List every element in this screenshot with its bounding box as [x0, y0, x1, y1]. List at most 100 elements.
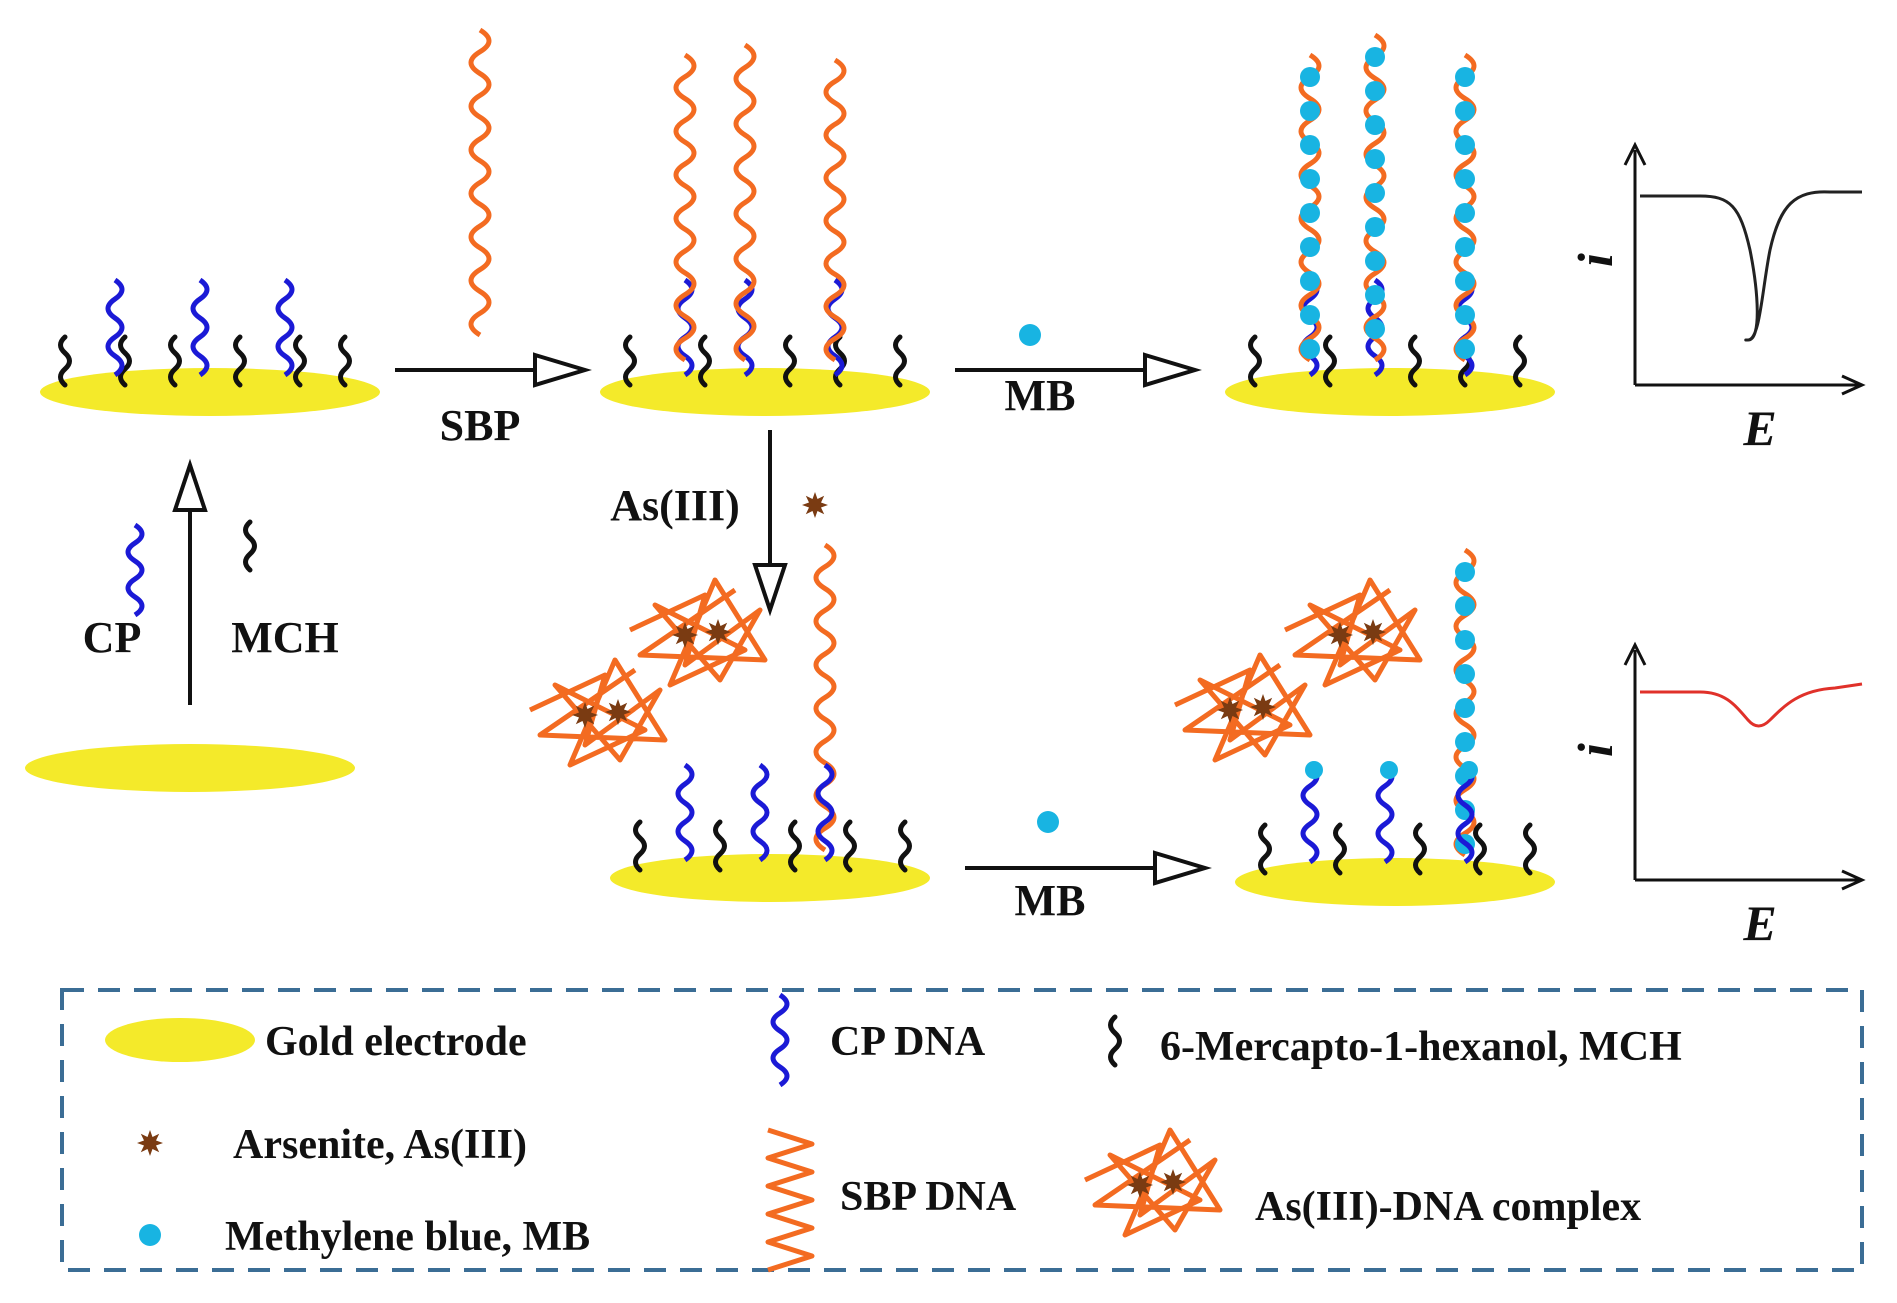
step-label-mb-top: MB	[1005, 371, 1076, 420]
mch-icon	[338, 334, 352, 388]
legend-border	[60, 988, 1864, 1272]
methylene-blue-icon	[1455, 169, 1475, 189]
mch-icon	[698, 334, 712, 388]
as3-dna-complex-icon	[1173, 652, 1313, 763]
arsenite-icon	[1250, 694, 1276, 720]
mch-icon	[233, 334, 247, 388]
legend-methylene-blue: Methylene blue, MB	[225, 1214, 590, 1260]
methylene-blue-icon	[1019, 324, 1041, 346]
mch-icon	[1258, 822, 1272, 876]
arsenite-icon	[802, 492, 828, 518]
arrow-mb-top: MB	[955, 324, 1202, 420]
as3-dna-complex-icon	[1083, 1127, 1223, 1238]
mch-icon	[1513, 334, 1527, 388]
methylene-blue-icon	[1460, 761, 1478, 779]
methylene-blue-icon	[1455, 339, 1475, 359]
mch-icon	[1323, 334, 1337, 388]
methylene-blue-icon	[1365, 183, 1385, 203]
methylene-blue-icon	[1300, 237, 1320, 257]
sbp-dna-icon	[733, 42, 757, 363]
sbp-dna-icon	[813, 542, 837, 853]
legend-gold-electrode: Gold electrode	[265, 1019, 527, 1065]
methylene-blue-icon	[1300, 135, 1320, 155]
legend-cp-dna: CP DNA	[830, 1019, 986, 1065]
cp-dna-icon	[275, 277, 295, 378]
mch-icon	[58, 334, 72, 388]
gold-electrode-icon	[105, 1018, 255, 1062]
y-axis-label-bottom: i	[1567, 743, 1623, 757]
cp-dna-icon	[750, 762, 770, 863]
methylene-blue-icon	[1365, 319, 1385, 339]
legend-arsenite: Arsenite, As(III)	[233, 1122, 527, 1168]
legend-sbp-dna: SBP DNA	[840, 1174, 1017, 1220]
sbp-dna-icon	[1173, 652, 1313, 763]
gold-electrode-icon	[1235, 858, 1555, 906]
methylene-blue-icon	[1037, 811, 1059, 833]
bare-electrode	[25, 744, 355, 792]
methylene-blue-icon	[1455, 135, 1475, 155]
sbp-dna-icon	[528, 657, 668, 768]
sbp-dna-icon	[468, 27, 492, 338]
cp-dna-icon	[1375, 764, 1395, 865]
methylene-blue-icon	[1365, 251, 1385, 271]
mch-icon	[1248, 334, 1262, 388]
gold-electrode-icon	[1225, 368, 1555, 416]
gold-electrode-icon	[600, 368, 930, 416]
methylene-blue-icon	[1300, 67, 1320, 87]
as3-dna-complex-icon	[528, 657, 668, 768]
arsenite-icon	[1160, 1169, 1186, 1195]
mch-icon	[1108, 1014, 1122, 1068]
arsenite-icon	[672, 622, 698, 648]
sbp-dna-icon	[823, 57, 847, 363]
arrow-sbp: SBP	[395, 352, 592, 450]
x-axis-label-bottom: E	[1742, 895, 1776, 951]
mch-icon	[168, 334, 182, 388]
voltammogram-bottom: i E	[1567, 641, 1866, 951]
cp-dna-icon	[125, 522, 145, 618]
mch-icon	[1333, 822, 1347, 876]
methylene-blue-icon	[1365, 149, 1385, 169]
methylene-blue-icon	[1455, 732, 1475, 752]
mch-icon	[633, 819, 647, 873]
mch-icon	[788, 819, 802, 873]
mch-icon	[1473, 822, 1487, 876]
methylene-blue-icon	[1365, 81, 1385, 101]
cp-dna-icon	[770, 992, 790, 1088]
arsenite-icon	[1127, 1172, 1153, 1198]
step-label-as3: As(III)	[610, 481, 740, 530]
methylene-blue-icon	[1300, 101, 1320, 121]
cp-dna-icon	[815, 762, 835, 863]
mch-icon	[623, 334, 637, 388]
arrow-cp-mch: CP MCH	[83, 458, 339, 705]
methylene-blue-icon	[1455, 67, 1475, 87]
electrode-cp-mch	[40, 277, 380, 416]
methylene-blue-icon	[1455, 305, 1475, 325]
voltammogram-curve-bottom	[1640, 682, 1863, 728]
methylene-blue-icon	[1455, 101, 1475, 121]
methylene-blue-icon	[1455, 664, 1475, 684]
methylene-blue-icon	[1305, 761, 1323, 779]
methylene-blue-icon	[1365, 285, 1385, 305]
arsenite-icon	[1327, 622, 1353, 648]
methylene-blue-icon	[1455, 271, 1475, 291]
mch-icon	[118, 334, 132, 388]
x-axis-label-top: E	[1742, 400, 1776, 456]
gold-electrode-icon	[610, 854, 930, 902]
methylene-blue-icon	[1365, 217, 1385, 237]
arrow-as3: As(III)	[610, 430, 828, 617]
gold-electrode-icon	[25, 744, 355, 792]
methylene-blue-icon	[1455, 562, 1475, 582]
as3-dna-complex-icon	[628, 577, 768, 688]
cp-dna-icon	[770, 992, 790, 1088]
methylene-blue-icon	[1300, 203, 1320, 223]
as3-dna-complex-icon	[1283, 577, 1423, 688]
methylene-blue-icon	[1455, 698, 1475, 718]
methylene-blue-icon	[1300, 339, 1320, 359]
cp-dna-icon	[1455, 764, 1475, 865]
arsenite-icon	[705, 619, 731, 645]
cp-dna-icon	[190, 277, 210, 378]
mch-icon	[843, 819, 857, 873]
cp-dna-icon	[675, 762, 695, 863]
mch-icon	[833, 334, 847, 388]
